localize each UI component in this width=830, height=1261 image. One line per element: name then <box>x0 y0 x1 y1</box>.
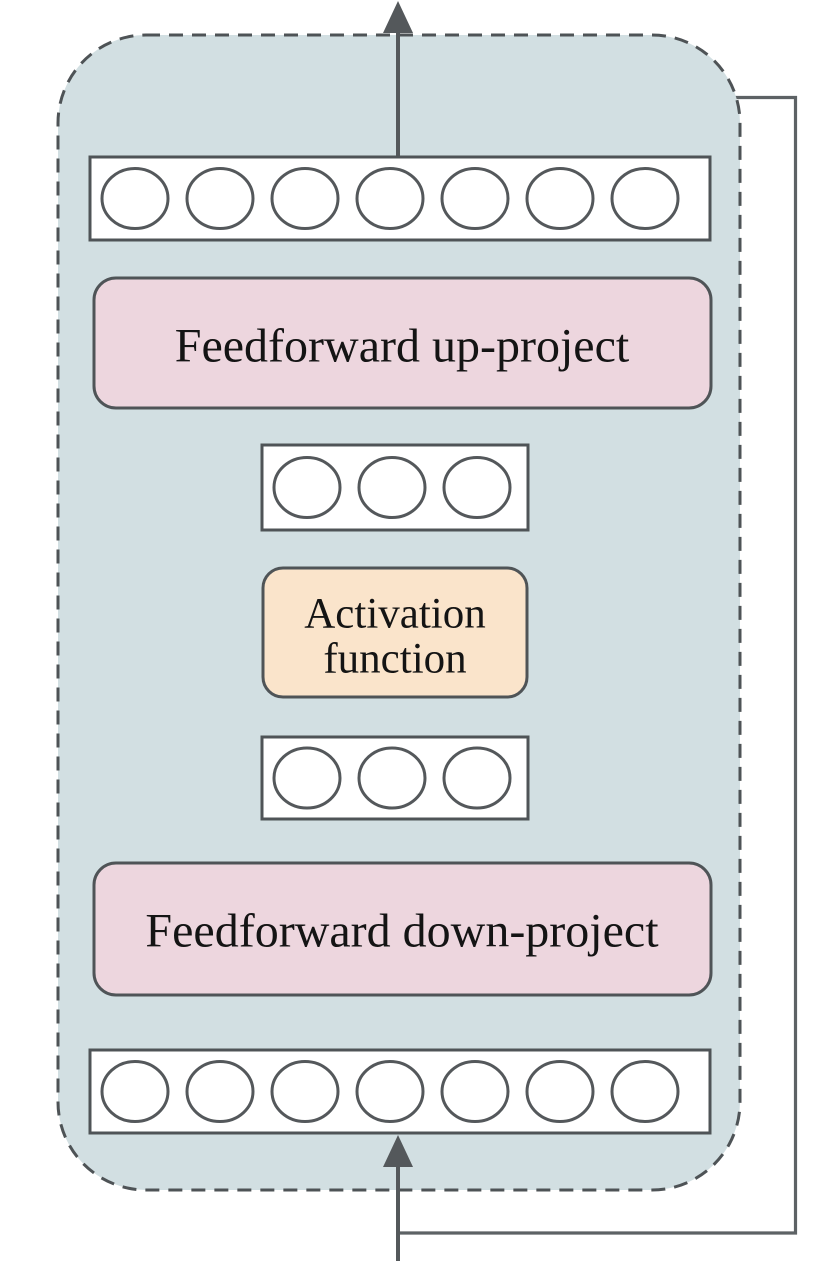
activation-function-box <box>261 566 529 699</box>
unit-circle <box>272 456 342 519</box>
hidden-vector-row-1 <box>260 443 530 532</box>
input-vector-units <box>100 1060 680 1123</box>
hidden-vector-row-2 <box>260 735 530 821</box>
feedforward-down-project-block: Feedforward down-project <box>92 861 713 997</box>
unit-circle <box>610 1060 680 1123</box>
unit-circle <box>357 456 427 519</box>
unit-circle <box>355 167 425 230</box>
unit-circle <box>185 1060 255 1123</box>
feedforward-down-project-label: Feedforward down-project <box>145 905 659 958</box>
activation-label-line1: Activation <box>304 591 486 638</box>
unit-circle <box>525 1060 595 1123</box>
output-arrow <box>383 1 413 158</box>
unit-circle <box>442 746 512 810</box>
activation-label-line2: function <box>323 636 466 683</box>
unit-circle <box>357 746 427 810</box>
unit-circle <box>440 167 510 230</box>
feedforward-up-project-label: Feedforward up-project <box>175 320 630 373</box>
unit-circle <box>610 167 680 230</box>
unit-circle <box>355 1060 425 1123</box>
hidden-vector-units-2 <box>272 746 512 810</box>
hidden-vector-units-1 <box>272 456 512 519</box>
output-arrow-head-icon <box>383 1 413 33</box>
unit-circle <box>185 167 255 230</box>
unit-circle <box>525 167 595 230</box>
activation-function-block: Activation function <box>261 566 529 699</box>
input-arrow <box>383 1135 413 1261</box>
feedforward-up-project-block: Feedforward up-project <box>92 276 713 410</box>
feedforward-up-project-box <box>92 276 713 410</box>
output-vector-units <box>100 167 680 230</box>
unit-circle <box>440 1060 510 1123</box>
unit-circle <box>100 167 170 230</box>
input-arrow-head-icon <box>383 1135 413 1167</box>
input-vector-row <box>88 1048 712 1135</box>
unit-circle <box>100 1060 170 1123</box>
feedforward-down-project-box <box>92 861 713 997</box>
unit-circle <box>442 456 512 519</box>
output-vector-row <box>88 155 712 242</box>
unit-circle <box>270 167 340 230</box>
unit-circle <box>272 746 342 810</box>
unit-circle <box>270 1060 340 1123</box>
